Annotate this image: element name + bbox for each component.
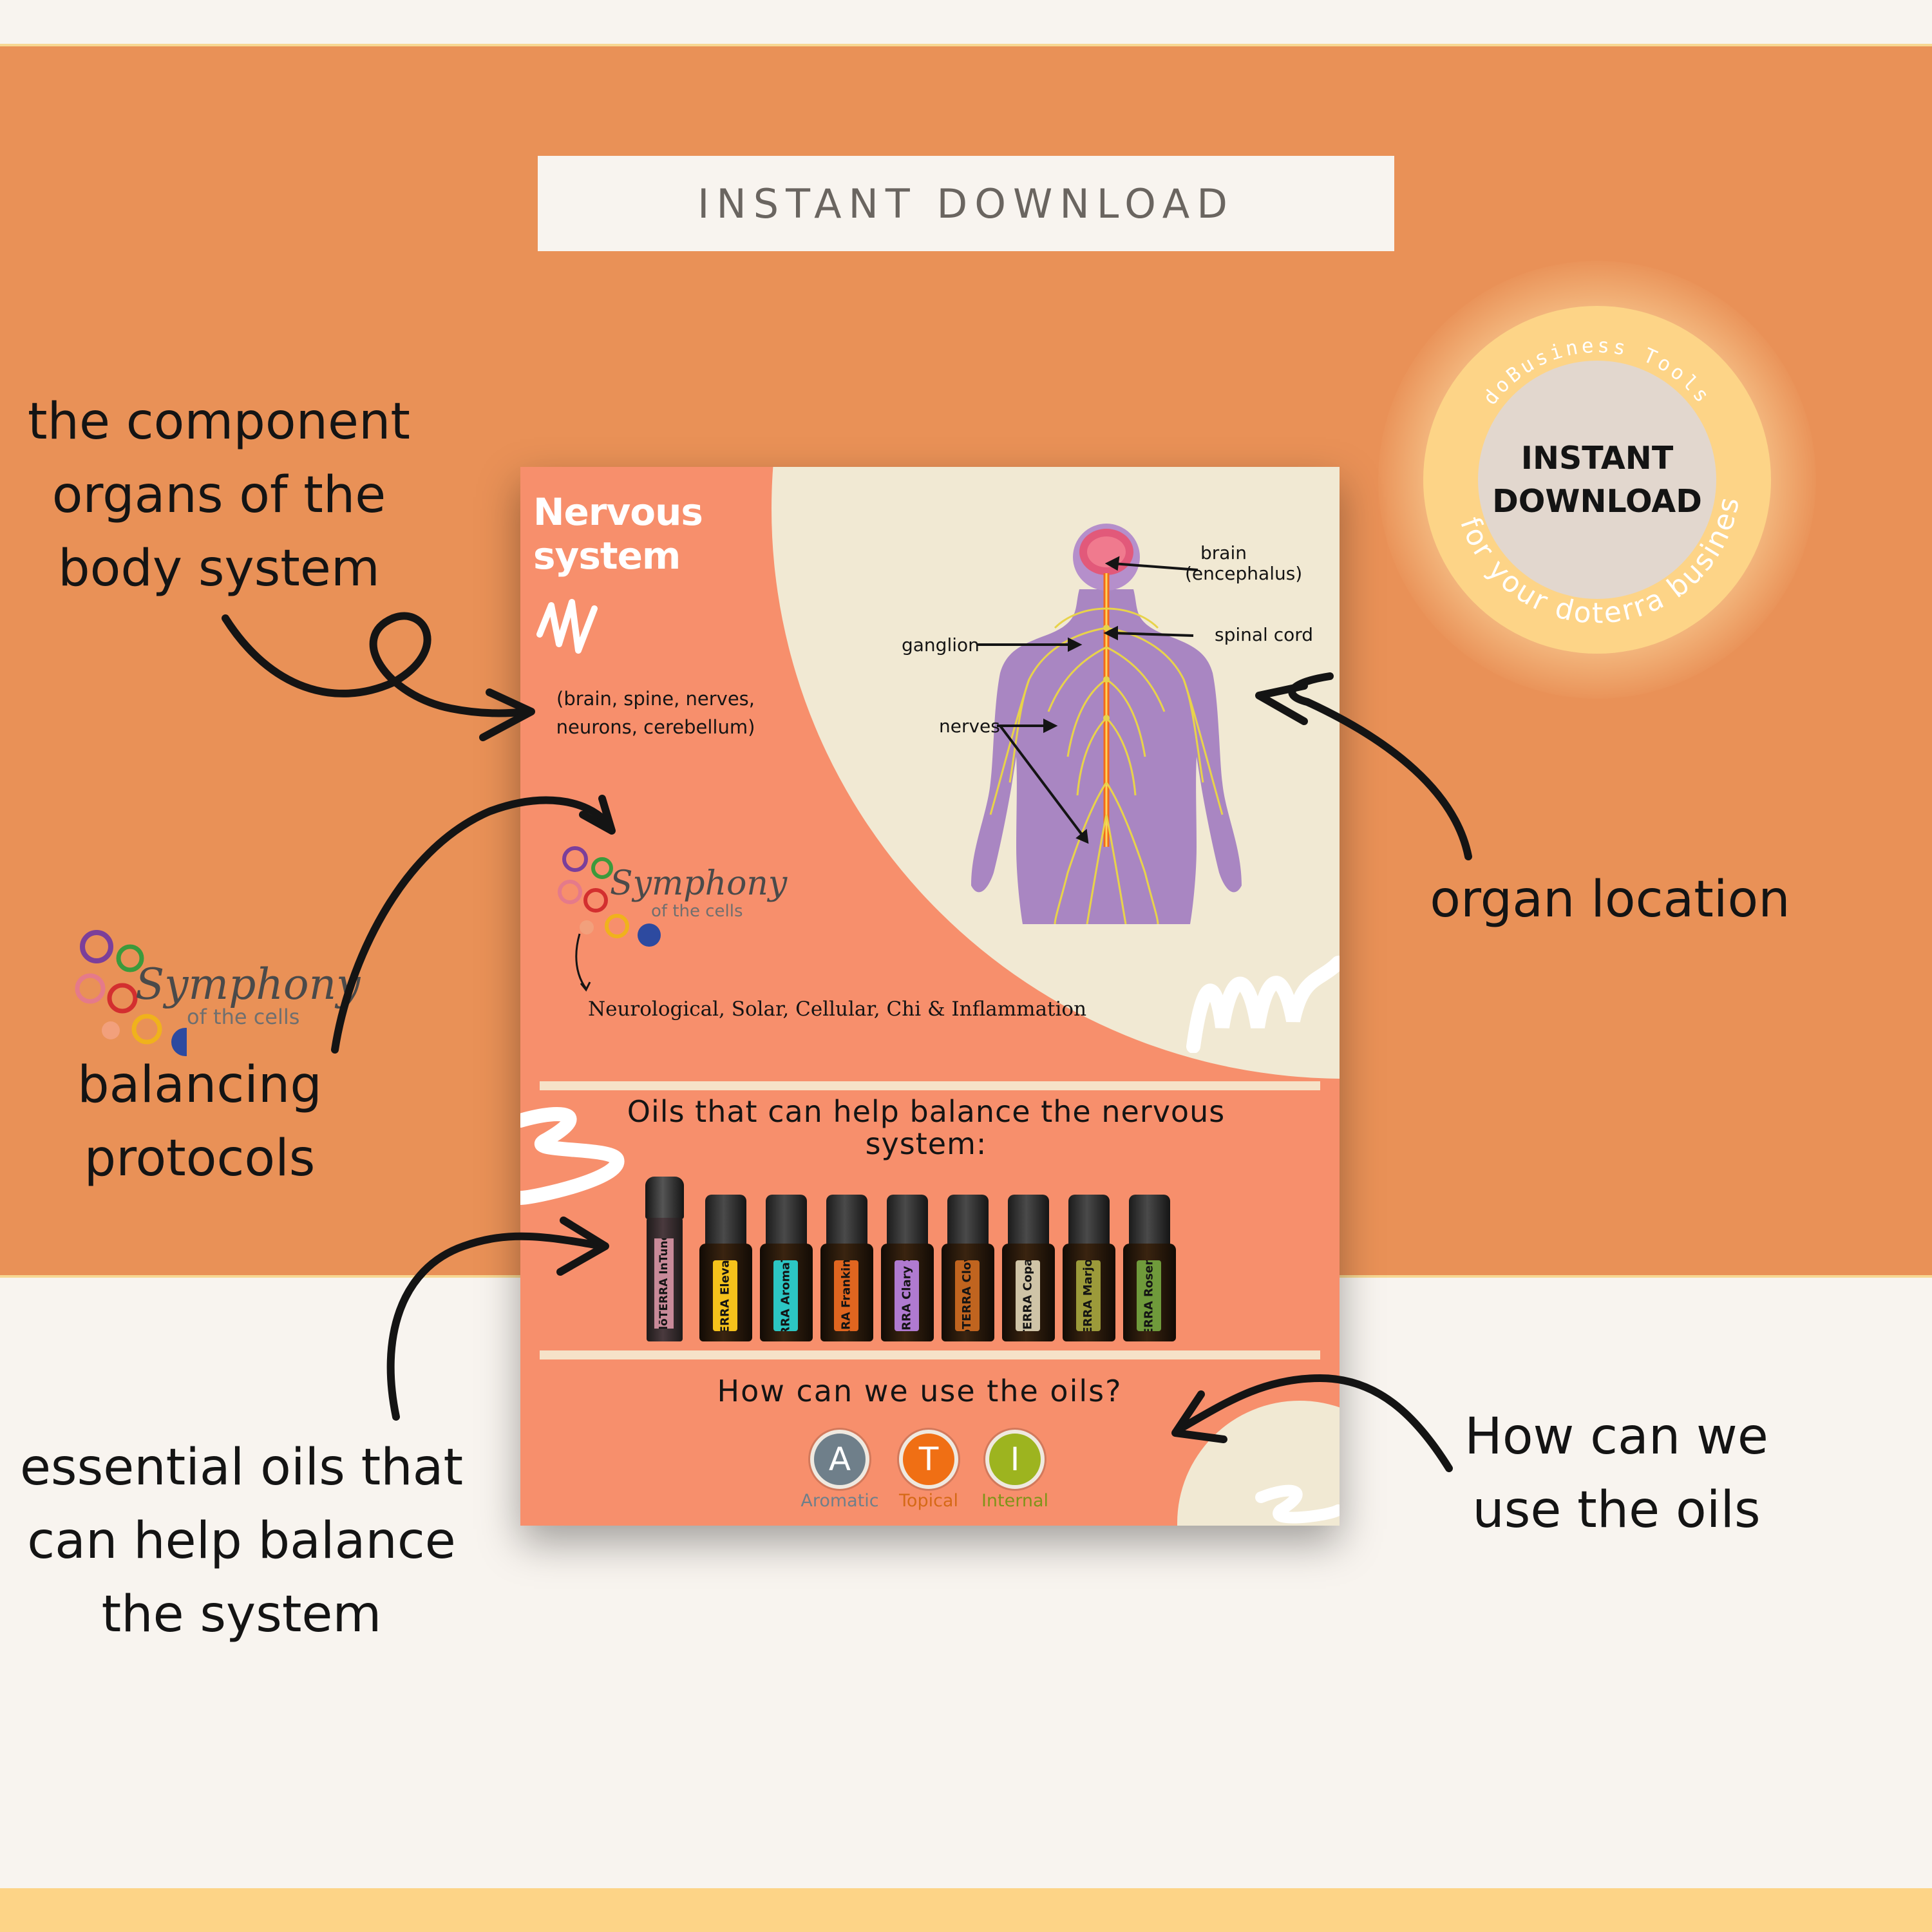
annotation-location-line: organ location xyxy=(1430,871,1790,929)
oil-bottle-clary-sage: dōTERRA Clary Sage xyxy=(881,1195,934,1341)
oil-bottle-aromatouch: dōTERRA AromaTouch xyxy=(760,1195,813,1341)
squiggle-decoration xyxy=(536,599,598,654)
component-organs-text: (brain, spine, nerves, neurons, cerebell… xyxy=(556,688,755,738)
sheet-title-line2: system xyxy=(533,534,681,578)
sheet-title: Nervous system xyxy=(533,490,703,578)
divider xyxy=(540,1081,1320,1090)
label-ganglion: ganglion xyxy=(902,634,980,656)
oil-bottle-elevation: dōTERRA Elevation xyxy=(699,1195,752,1341)
oil-bottle-frankincense: dōTERRA Frankincense xyxy=(820,1195,873,1341)
nervous-system-sheet: Nervous system (brain, spine, nerves, ne… xyxy=(520,467,1340,1526)
aromatic-letter: A xyxy=(828,1441,851,1478)
seal-center-line2: DOWNLOAD xyxy=(1492,483,1702,520)
bottle-label: dōTERRA Clary Sage xyxy=(895,1260,919,1331)
aromatic-label: Aromatic xyxy=(800,1491,879,1511)
down-arrow-icon xyxy=(575,933,591,992)
arrow-balancing-head xyxy=(579,795,616,835)
bottle-cap xyxy=(947,1195,989,1246)
annotation-location: organ location xyxy=(1417,863,1803,936)
annotation-usage-line2: use the oils xyxy=(1472,1481,1761,1539)
bottle-label: dōTERRA Rosemary xyxy=(1137,1260,1161,1331)
bottle-label: dōTERRA Elevation xyxy=(713,1260,737,1331)
annotation-oils-line2: can help balance xyxy=(27,1512,456,1570)
annotation-balancing-line2: protocols xyxy=(84,1130,316,1188)
logo-sub-sheet: of the cells xyxy=(651,902,743,921)
bottle-cap xyxy=(645,1177,684,1219)
oil-bottle-clove: dōTERRA Clove xyxy=(942,1195,994,1341)
bottle-label: dōTERRA InTune xyxy=(654,1238,674,1329)
bottle-cap xyxy=(887,1195,928,1246)
oil-bottle-rosemary: dōTERRA Rosemary xyxy=(1123,1195,1176,1341)
nervous-system-figure xyxy=(971,524,1242,924)
bottle-cap xyxy=(766,1195,807,1246)
usage-heading: How can we use the oils? xyxy=(717,1374,1122,1408)
bottle-label: dōTERRA Marjoram xyxy=(1076,1260,1101,1331)
instant-download-banner: INSTANT DOWNLOAD xyxy=(538,156,1394,251)
annotation-usage: How can we use the oils xyxy=(1443,1400,1790,1547)
topical-label: Topical xyxy=(899,1491,958,1511)
annotation-components-line2: organs of the xyxy=(52,466,386,524)
annotation-oils-line3: the system xyxy=(101,1586,382,1643)
arrow-location-head xyxy=(1255,682,1308,725)
label-brain-text: brain xyxy=(1200,542,1247,564)
bottle-label: dōTERRA Frankincense xyxy=(834,1260,858,1331)
annotation-components: the component organs of the body system xyxy=(26,385,412,605)
label-spinal-cord: spinal cord xyxy=(1215,624,1314,645)
symphony-logo-sheet: Symphony of the cells xyxy=(556,844,787,953)
bottom-strip xyxy=(0,1888,1932,1932)
annotation-balancing-line1: balancing xyxy=(77,1056,322,1114)
arrow-oils-head xyxy=(556,1217,609,1276)
divider xyxy=(540,1350,1320,1359)
annotation-oils-line1: essential oils that xyxy=(19,1439,464,1497)
squiggle-decoration-left xyxy=(520,1107,625,1205)
oil-bottle-copaiba: dōTERRA Copaiba xyxy=(1002,1195,1055,1341)
oils-heading: Oils that can help balance the nervous s… xyxy=(627,1094,1226,1161)
logo-word-left: Symphony xyxy=(135,960,361,1009)
balancing-protocols-text: Neurological, Solar, Cellular, Chi & Inf… xyxy=(588,998,1087,1021)
bottle-label: dōTERRA Copaiba xyxy=(1016,1260,1040,1331)
banner-text: INSTANT DOWNLOAD xyxy=(697,180,1235,227)
bottle-cap xyxy=(705,1195,746,1246)
sheet-title-line1: Nervous xyxy=(533,490,703,534)
arrow-components-head xyxy=(479,688,535,741)
logo-word-sheet: Symphony xyxy=(610,864,788,903)
top-strip xyxy=(0,0,1932,44)
oil-bottle-marjoram: dōTERRA Marjoram xyxy=(1063,1195,1115,1341)
label-nerves: nerves xyxy=(939,715,1000,737)
internal-letter: I xyxy=(1010,1441,1020,1478)
oil-bottle-intune: dōTERRA InTune xyxy=(645,1177,684,1341)
bottle-label: dōTERRA AromaTouch xyxy=(773,1260,798,1331)
arrow-balancing xyxy=(331,796,612,1054)
arrow-usage-head xyxy=(1171,1390,1227,1443)
seal-center: INSTANT DOWNLOAD xyxy=(1478,361,1716,599)
bottle-cap xyxy=(826,1195,867,1246)
symphony-logo-left: Symphony of the cells xyxy=(71,927,360,1063)
internal-icon: I xyxy=(985,1430,1045,1489)
arrow-oils xyxy=(386,1232,606,1421)
aromatic-icon: A xyxy=(810,1430,869,1489)
internal-label: Internal xyxy=(981,1491,1049,1511)
annotation-usage-line1: How can we xyxy=(1464,1408,1768,1466)
chakra-wheels-icon xyxy=(558,846,661,947)
arrow-components xyxy=(222,612,532,717)
chakra-wheels-icon xyxy=(75,930,187,1056)
squiggle-decoration-right xyxy=(1186,956,1340,1053)
topical-icon: T xyxy=(899,1430,958,1489)
bottle-cap xyxy=(1008,1195,1049,1246)
arrow-usage xyxy=(1175,1374,1453,1472)
squiggle-decoration-bottom xyxy=(1255,1484,1340,1524)
arrow-location xyxy=(1288,672,1472,860)
label-pointers xyxy=(978,556,1198,844)
logo-sub-left: of the cells xyxy=(187,1005,300,1029)
bottle-cap xyxy=(1129,1195,1170,1246)
bottle-cap xyxy=(1068,1195,1110,1246)
seal-center-line1: INSTANT xyxy=(1520,440,1674,477)
topical-letter: T xyxy=(918,1441,939,1478)
annotation-balancing: balancing protocols xyxy=(26,1048,374,1195)
annotation-components-line1: the component xyxy=(27,393,411,451)
annotation-oils: essential oils that can help balance the… xyxy=(13,1431,470,1651)
bottle-label: dōTERRA Clove xyxy=(955,1260,980,1331)
annotation-components-line3: body system xyxy=(58,540,380,598)
